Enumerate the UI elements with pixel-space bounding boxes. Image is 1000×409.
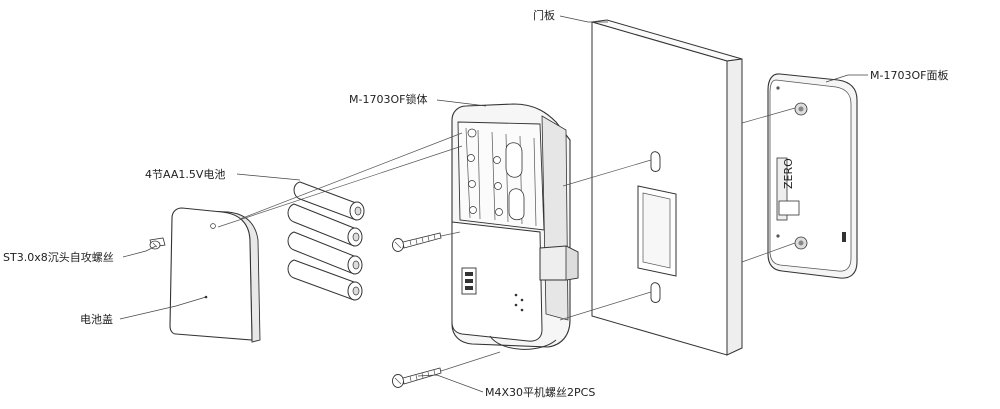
label-door-panel: 门板 (533, 8, 555, 22)
machine-screw-upper (392, 232, 442, 252)
battery-4 (287, 259, 363, 301)
battery-3 (287, 231, 363, 275)
batteries (287, 181, 365, 301)
lock-body (451, 103, 579, 350)
battery-cover (169, 207, 261, 343)
machine-screw-lower (392, 367, 442, 388)
door-panel (591, 19, 743, 356)
label-machine-screw: M4X30平机螺丝2PCS (485, 385, 595, 399)
alignment-lines (217, 107, 796, 372)
door-slot-lower (650, 282, 661, 303)
label-battery-cover: 电池盖 (80, 312, 113, 326)
label-batteries: 4节AA1.5V电池 (145, 168, 225, 181)
label-tapping-screw: ST3.0x8沉头自攻螺丝 (3, 250, 114, 264)
face-panel: ZERO (767, 73, 858, 279)
label-lock-body: M-1703OF锁体 (349, 92, 427, 106)
door-slot-upper (650, 151, 661, 172)
battery-2 (287, 203, 363, 247)
leader-lines (119, 15, 868, 393)
face-panel-strip-mark: ZERO (782, 158, 795, 189)
tapping-screw (149, 237, 166, 250)
label-face-panel: M-1703OF面板 (870, 68, 948, 82)
door-cutout (637, 185, 677, 277)
battery-contacts (465, 127, 537, 227)
